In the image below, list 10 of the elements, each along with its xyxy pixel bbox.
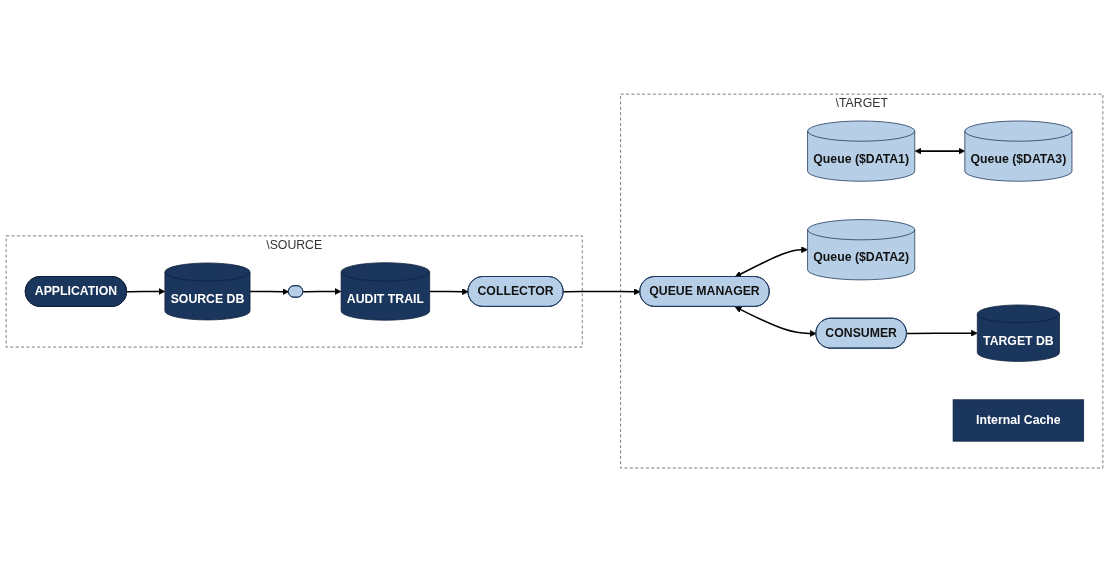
arrow: [428, 288, 469, 296]
arrow: [562, 288, 641, 296]
arrow: [734, 307, 817, 338]
arrow: [126, 288, 166, 296]
arrow: [249, 288, 290, 296]
arrow: [906, 330, 978, 337]
node-box: Internal Cache: [952, 399, 1085, 442]
arrow: [302, 288, 342, 296]
arrow: [734, 246, 808, 278]
arrow: [914, 148, 966, 155]
